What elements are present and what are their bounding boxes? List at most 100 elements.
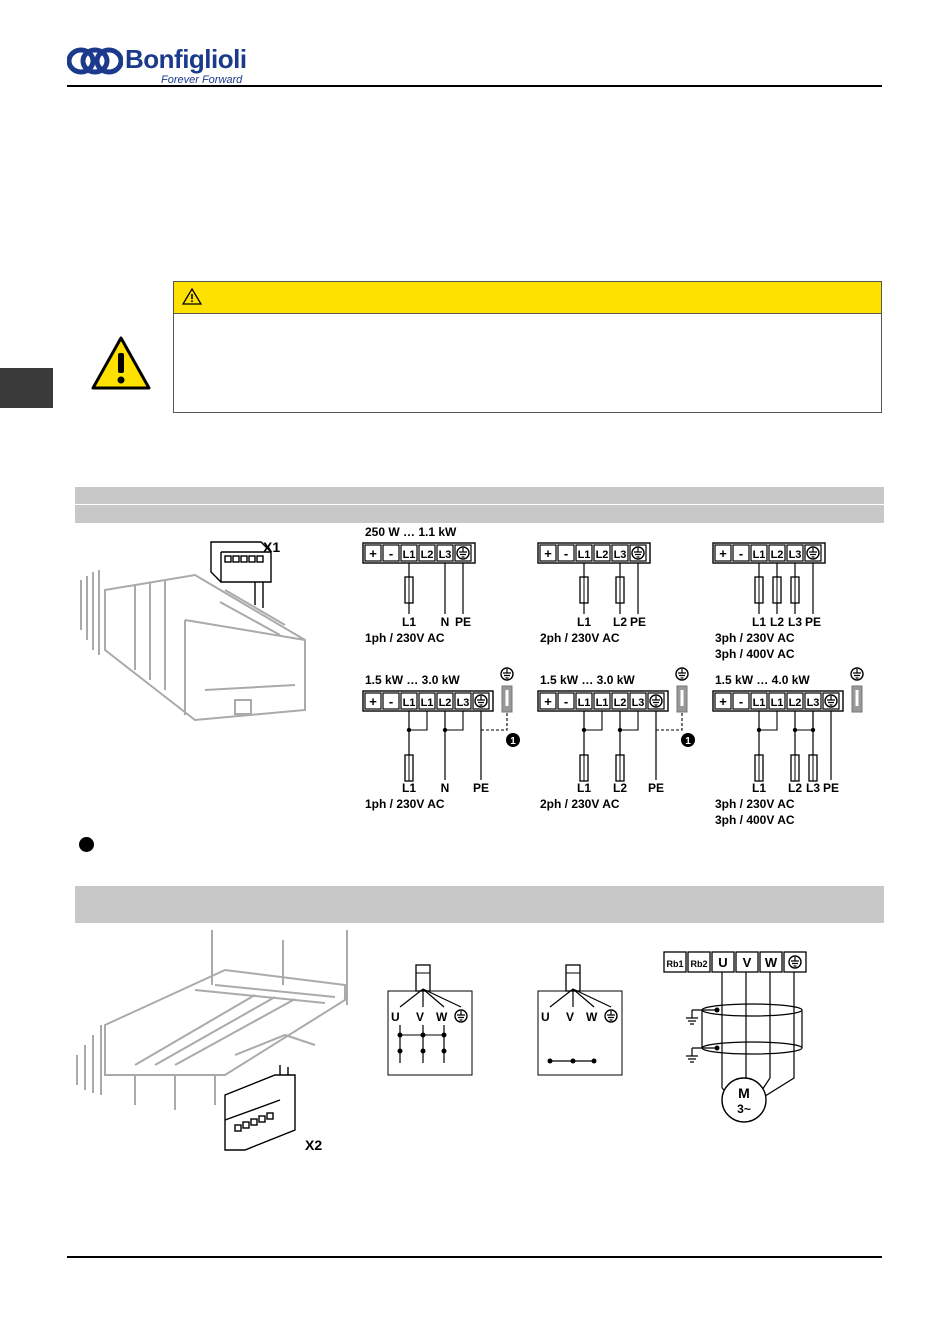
delta-connection-diagram: U V W [537,964,623,1076]
motor-section-band [75,886,884,923]
terminal-cell [436,692,454,710]
brand-name: Bonfiglioli [125,44,247,74]
motor-terminal-label: Rb1 [666,959,683,969]
ground-icon [631,546,645,560]
line-label: L1 [577,615,591,629]
terminal-cell [611,544,629,562]
terminal-label: L1 [403,549,416,561]
caution-box [173,281,882,413]
terminal-cell [418,544,436,562]
power-range-label: 1.5 kW … 3.0 kW [365,673,460,687]
terminal-label: L2 [596,549,609,561]
terminal-label: L2 [771,549,784,561]
motor-terminal-label: V [743,955,752,970]
motor-terminal-cell [711,951,735,973]
line-label: L2 [613,615,627,629]
star-ground-icon [454,1009,468,1023]
terminal-cell [400,692,418,710]
header-rule [67,85,882,87]
terminal-cell [732,692,750,710]
note-marker-label: 1 [685,736,691,747]
chapter-tab [0,368,53,408]
terminal-cell [786,692,804,710]
terminal-cell [768,544,786,562]
terminal-cell [382,544,400,562]
terminal-label: L1 [578,549,591,561]
note-marker-label: 1 [510,736,516,747]
terminal-label: L2 [789,697,802,709]
ground-icon [850,667,864,681]
terminal-cell [436,544,454,562]
terminal-label: - [564,546,568,561]
terminal-label: L1 [771,697,784,709]
motor-terminal-label: W [765,955,778,970]
fuse-symbol [579,576,589,604]
motor-terminal-label: U [718,955,727,970]
terminal-label: + [719,546,727,561]
line-label: PE [455,615,471,629]
line-label: L1 [752,781,766,795]
terminal-cell [768,692,786,710]
line-label: L2 [613,781,627,795]
power-range-label: 1.5 kW … 3.0 kW [540,673,635,687]
terminal-cell [629,692,647,710]
terminal-cell [786,544,804,562]
terminal-label: L2 [439,697,452,709]
inverter-x1-illustration: X1 [80,539,306,722]
fuse-symbol [790,754,800,782]
delta-w-label: W [586,1010,598,1024]
ground-icon [456,546,470,560]
terminal-label: L3 [614,549,627,561]
terminal-cell [400,544,418,562]
delta-u-label: U [541,1010,550,1024]
ground-icon [649,694,663,708]
terminal-cell [575,544,593,562]
line-label: N [441,781,450,795]
line-label: L1 [577,781,591,795]
line-label: N [441,615,450,629]
power-range-label: 250 W … 1.1 kW [365,525,457,539]
supply-caption: 3ph / 230V AC [715,797,795,811]
fuse-symbol [754,576,764,604]
terminal-cell [575,692,593,710]
warning-triangle-icon [91,336,151,390]
terminal-label: L1 [421,697,434,709]
star-w-label: W [436,1010,448,1024]
delta-ground-icon [604,1009,618,1023]
fuse-symbol [615,754,625,782]
terminal-cell [804,692,822,710]
terminal-cell [557,692,575,710]
terminal-label: + [369,694,377,709]
supply-caption: 3ph / 400V AC [715,647,795,661]
terminal-label: L1 [753,549,766,561]
supply-caption: 1ph / 230V AC [365,797,445,811]
star-v-label: V [416,1010,424,1024]
line-label: L1 [752,615,766,629]
terminal-label: L3 [457,697,470,709]
x1-label: X1 [263,539,280,555]
ground-icon [824,694,838,708]
terminal-cell [539,692,557,710]
supply-caption: 3ph / 400V AC [715,813,795,827]
motor-terminal-cell [663,951,687,973]
warning-small-icon [182,288,202,305]
terminal-cell [364,544,382,562]
ground-icon [788,955,802,969]
terminal-label: L1 [596,697,609,709]
terminal-cell [714,544,732,562]
mains-section-band [75,487,884,523]
terminal-label: L3 [439,549,452,561]
terminal-label: - [564,694,568,709]
fuse-symbol [808,754,818,782]
fuse-symbol [615,576,625,604]
fuse-symbol [404,754,414,782]
star-connection-diagram: U V W [387,964,473,1076]
line-label: L2 [770,615,784,629]
x2-label: X2 [305,1137,322,1153]
terminal-label: L3 [789,549,802,561]
terminal-label: L2 [614,697,627,709]
